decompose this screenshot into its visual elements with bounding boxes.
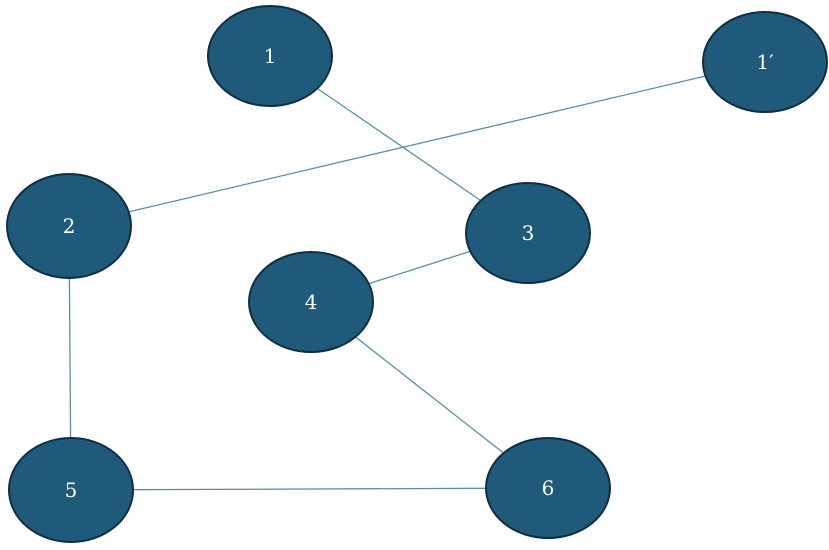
node-circle xyxy=(6,173,132,279)
node-n1: 1 xyxy=(207,5,333,107)
edge-n1-n3 xyxy=(316,87,482,202)
node-circle xyxy=(465,182,591,284)
node-circle xyxy=(248,251,374,353)
node-n5: 5 xyxy=(8,437,134,543)
node-n6: 6 xyxy=(485,437,611,539)
node-n1p: 1′ xyxy=(702,11,828,113)
node-n4: 4 xyxy=(248,251,374,353)
edge-n5-n6 xyxy=(132,487,487,491)
node-label: 3 xyxy=(522,221,535,245)
edge-n2-n5 xyxy=(68,277,72,439)
node-circle xyxy=(485,437,611,539)
node-label: 1′ xyxy=(756,50,774,74)
node-label: 6 xyxy=(542,476,555,500)
edge-n2-n1p xyxy=(128,75,706,213)
node-circle xyxy=(8,437,134,543)
node-circle xyxy=(702,11,828,113)
node-layer: 1 1′ 2 3 4 5 6 xyxy=(6,5,828,543)
node-label: 5 xyxy=(65,478,78,502)
node-label: 4 xyxy=(305,290,318,314)
edge-n4-n6 xyxy=(354,336,505,454)
node-n3: 3 xyxy=(465,182,591,284)
node-label: 1 xyxy=(264,44,277,68)
node-label: 2 xyxy=(63,214,76,238)
edge-n3-n4 xyxy=(368,250,471,285)
node-circle xyxy=(207,5,333,107)
edge-layer xyxy=(68,75,706,491)
node-n2: 2 xyxy=(6,173,132,279)
